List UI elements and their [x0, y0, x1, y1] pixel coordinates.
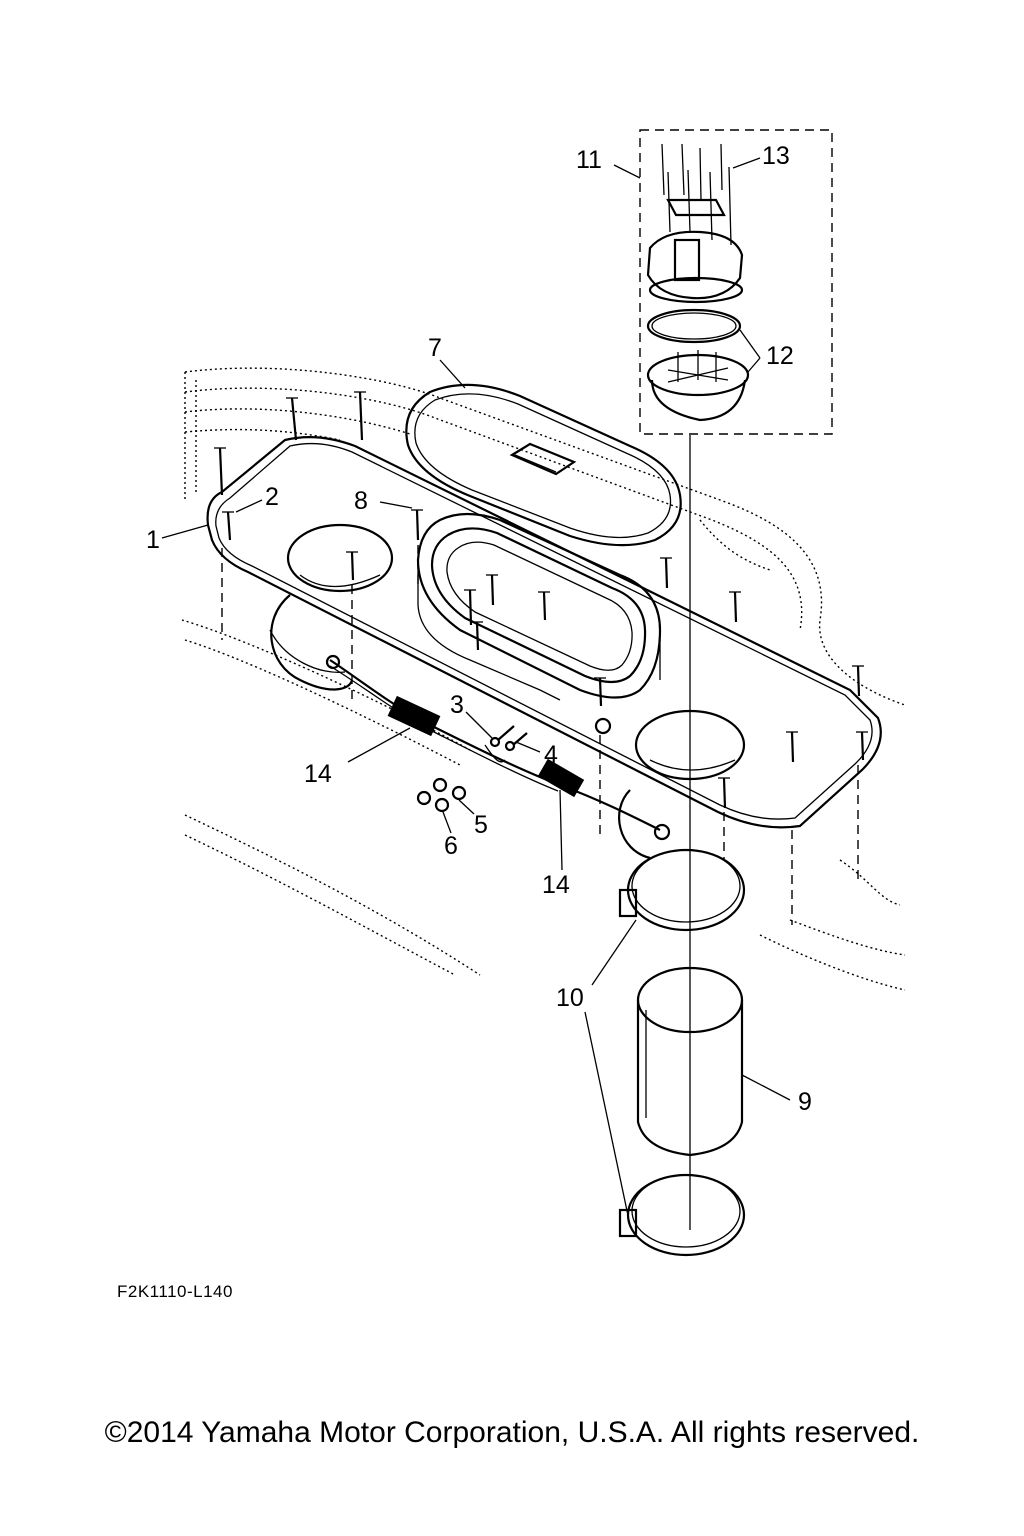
screw — [786, 731, 798, 763]
spring-left — [387, 695, 441, 737]
hatch-frame — [416, 512, 662, 701]
copyright-notice: ©2014 Yamaha Motor Corporation, U.S.A. A… — [104, 1416, 920, 1449]
screw — [411, 509, 423, 541]
screw — [852, 665, 864, 697]
callout-5: 5 — [474, 811, 488, 839]
screw — [346, 551, 358, 581]
screw — [214, 447, 226, 496]
callout-2: 2 — [265, 483, 279, 511]
callout-14-right: 14 — [542, 871, 570, 899]
hull-outline — [181, 367, 906, 991]
callout-6: 6 — [444, 832, 458, 860]
callout-labels: 1 2 3 4 5 6 7 8 9 10 11 12 13 14 14 — [146, 142, 812, 1116]
callout-10: 10 — [556, 984, 584, 1012]
callout-7: 7 — [428, 334, 442, 362]
spring-right — [537, 758, 585, 798]
callout-8: 8 — [354, 487, 368, 515]
diagram-code: F2K1110-L140 — [117, 1282, 233, 1301]
callout-4: 4 — [544, 741, 558, 769]
callout-13: 13 — [762, 142, 790, 170]
screw — [718, 777, 730, 809]
deck-plate — [206, 436, 882, 860]
callout-14-left: 14 — [304, 760, 332, 788]
ventilator-assembly — [639, 129, 833, 435]
hatch-cover — [405, 383, 682, 547]
screw — [660, 557, 672, 589]
callout-9: 9 — [798, 1088, 812, 1116]
hatch-cover-slot — [509, 442, 577, 476]
screw — [486, 574, 498, 606]
leader-lines — [161, 157, 791, 1226]
screws — [214, 391, 868, 809]
screw — [464, 589, 476, 626]
screw — [471, 621, 483, 651]
vent-core — [673, 238, 701, 282]
callout-1: 1 — [146, 526, 160, 554]
screw — [538, 591, 550, 621]
callout-3: 3 — [450, 691, 464, 719]
screw — [286, 397, 298, 441]
screw — [222, 511, 234, 541]
hose-clamp-upper — [618, 848, 746, 932]
callout-11: 11 — [576, 146, 602, 174]
screw — [594, 677, 606, 707]
washer — [594, 717, 612, 735]
screw — [856, 731, 868, 761]
callout-12: 12 — [766, 342, 794, 370]
left-hose-hole — [286, 523, 394, 593]
hose-clamp-lower — [618, 1173, 746, 1257]
hose — [636, 966, 744, 1157]
screw — [354, 391, 366, 441]
screw — [729, 591, 741, 623]
cable-assembly — [325, 654, 671, 841]
small-fasteners — [416, 725, 528, 813]
